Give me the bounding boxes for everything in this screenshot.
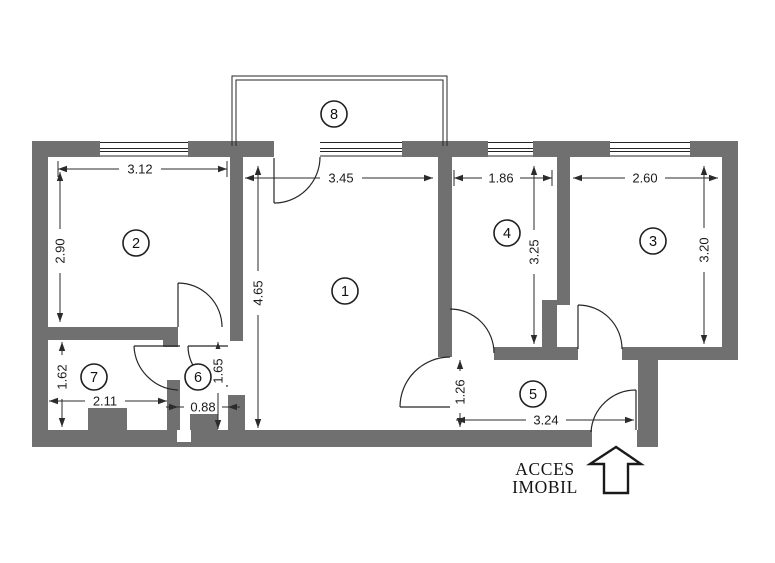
window-room4 <box>488 141 533 157</box>
balcony-railing <box>231 75 448 146</box>
dim-label: 3.24 <box>533 413 558 428</box>
dim-label: 2.11 <box>93 394 117 409</box>
door-entrance <box>590 389 637 433</box>
room-badge-3: 3 <box>639 227 667 255</box>
dim-room3-height: 3.20 <box>696 166 712 344</box>
room-badge-4: 4 <box>493 219 521 247</box>
door-balcony <box>273 156 321 204</box>
dim-label: 1.62 <box>55 364 70 389</box>
door-hall-passage <box>399 356 451 408</box>
dim-label: 3.12 <box>127 162 152 177</box>
svg-text:7: 7 <box>90 370 98 386</box>
dim-room3-width: 2.60 <box>573 171 718 186</box>
room-badge-7: 7 <box>80 363 108 391</box>
dim-room6-height: 1.65 <box>210 342 226 429</box>
dim-label: 4.65 <box>251 280 266 305</box>
dim-label: 0.88 <box>190 400 215 415</box>
door-room7 <box>133 345 180 391</box>
room-badge-6: 6 <box>184 363 212 391</box>
dim-label: 2.90 <box>53 238 68 263</box>
svg-text:6: 6 <box>194 370 202 386</box>
window-room2 <box>100 141 188 157</box>
dim-room6-width: 0.88 <box>166 400 240 415</box>
room-badge-1: 1 <box>331 277 359 305</box>
dim-room1-width: 3.45 <box>245 171 433 186</box>
dim-hall-height: 1.26 <box>452 360 468 427</box>
walls <box>32 141 738 447</box>
dim-label: 3.20 <box>697 237 712 262</box>
dim-room7-height: 1.62 <box>54 342 70 427</box>
dim-room1-height: 4.65 <box>250 166 266 428</box>
door-room3 <box>577 304 623 350</box>
dim-room2-width: 3.12 <box>57 161 228 177</box>
dim-label: 1.65 <box>211 358 226 383</box>
room-badge-5: 5 <box>519 380 547 408</box>
dim-hall-width: 3.24 <box>456 413 634 428</box>
room-badge-2: 2 <box>122 229 150 257</box>
dim-room2-height: 2.90 <box>52 172 68 322</box>
dim-label: 2.60 <box>632 171 657 186</box>
dim-label: 1.86 <box>488 171 513 186</box>
entrance-label: ACCES IMOBIL <box>512 459 578 497</box>
dim-label: 1.26 <box>453 379 468 404</box>
dim-room4-height: 3.25 <box>526 166 542 344</box>
dim-room4-width: 1.86 <box>453 170 553 186</box>
doors <box>133 156 637 433</box>
window-balcony <box>320 141 402 157</box>
window-room3 <box>610 141 690 157</box>
svg-text:8: 8 <box>330 107 338 123</box>
door-room2 <box>177 282 223 328</box>
dim-label: 3.25 <box>527 239 542 264</box>
entrance-label-line1: ACCES <box>515 459 574 479</box>
dim-room7-width: 2.11 <box>49 394 167 409</box>
svg-text:4: 4 <box>503 226 511 242</box>
room-badges: 1 2 3 4 5 6 7 8 <box>80 100 667 408</box>
windows <box>100 141 690 157</box>
room-badge-8: 8 <box>320 100 348 128</box>
svg-text:2: 2 <box>132 236 140 252</box>
dim-label: 3.45 <box>328 171 353 186</box>
svg-text:1: 1 <box>341 284 349 300</box>
entrance-label-line2: IMOBIL <box>512 477 578 497</box>
entrance-arrow-icon <box>585 445 645 495</box>
door-room4 <box>449 308 495 354</box>
svg-text:3: 3 <box>649 234 657 250</box>
dimensions: 3.12 2.90 4.65 3.45 <box>49 161 718 429</box>
svg-text:5: 5 <box>529 387 537 403</box>
